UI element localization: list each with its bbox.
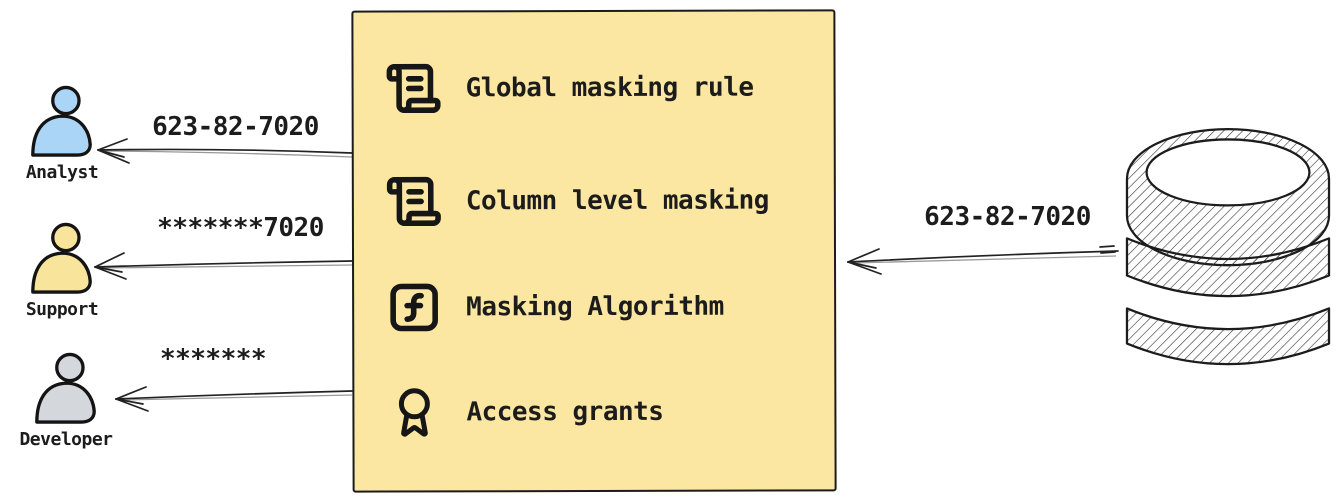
persona-developer: Developer [10, 352, 122, 450]
arrow-box-to-support [94, 252, 353, 280]
arrow-db-to-box [847, 245, 1119, 275]
masking-policy-box: Global masking rule Column level masking… [351, 9, 837, 493]
value-to-analyst: 623-82-7020 [152, 112, 319, 142]
value-from-database: 623-82-7020 [924, 202, 1091, 232]
masking-item-label: Masking Algorithm [466, 291, 724, 323]
person-icon [31, 222, 92, 294]
persona-label: Developer [19, 429, 113, 450]
masking-item-label: Column level masking [465, 185, 769, 217]
arrow-box-to-analyst [97, 138, 353, 164]
persona-label: Support [25, 299, 99, 320]
scroll-text-icon [384, 172, 444, 230]
arrow-box-to-developer [115, 386, 353, 412]
masking-item-column-level: Column level masking [384, 168, 769, 235]
value-to-developer: ******* [159, 344, 267, 374]
masking-item-algorithm: Masking Algorithm [384, 274, 724, 341]
masking-item-label: Global masking rule [465, 72, 754, 104]
scroll-text-icon [383, 59, 443, 117]
masking-item-global-rule: Global masking rule [383, 55, 754, 122]
masking-item-label: Access grants [466, 396, 664, 428]
person-icon [31, 85, 92, 157]
function-square-icon [384, 279, 444, 335]
person-icon [35, 352, 96, 424]
masking-item-access-grants: Access grants [384, 379, 663, 446]
database-icon [1124, 125, 1332, 397]
award-icon [384, 379, 444, 445]
value-to-support: *******7020 [157, 213, 324, 243]
persona-label: Analyst [25, 162, 99, 183]
persona-analyst: Analyst [6, 85, 118, 183]
persona-support: Support [6, 222, 118, 320]
